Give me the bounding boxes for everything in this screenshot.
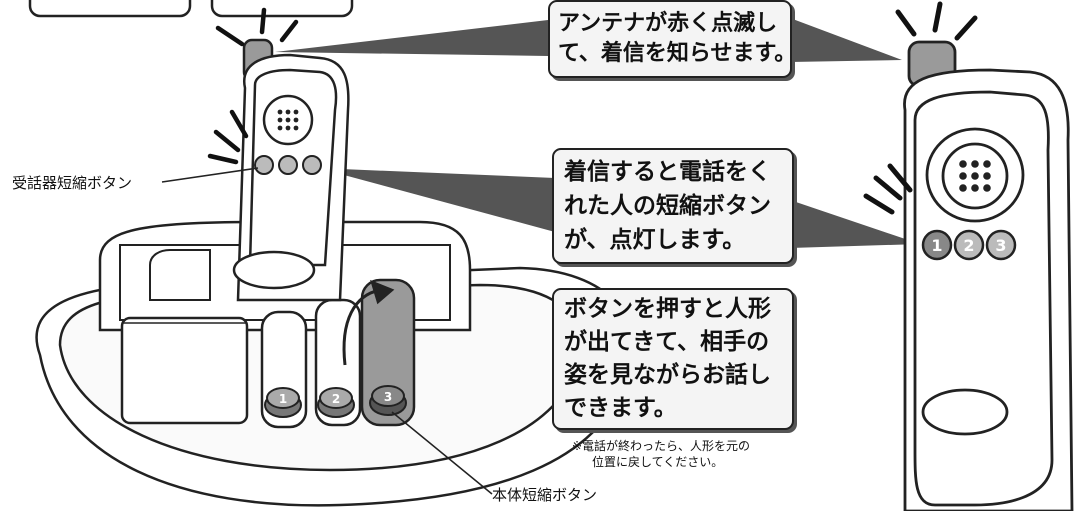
antenna-callout-line2: て、着信を知らせます。 — [558, 41, 797, 66]
doll-callout: ボタンを押すと人形 が出てきて、相手の 姿を見ながらお話し できます。 — [552, 288, 794, 430]
handset-button-1[interactable] — [254, 155, 274, 175]
incoming-callout-line2: れた人の短縮ボタン — [564, 193, 771, 219]
doll-callout-line2: が出てきて、相手の — [564, 329, 770, 355]
incoming-callout-pointer-right — [790, 200, 920, 248]
handset-large-button-2[interactable]: 2 — [953, 229, 985, 261]
svg-text:1: 1 — [931, 236, 942, 255]
svg-text:1: 1 — [279, 392, 287, 406]
handset-button-label: 受話器短縮ボタン — [12, 174, 133, 192]
svg-text:2: 2 — [332, 392, 340, 406]
handset-large-buttons: 1 2 3 — [921, 229, 1017, 261]
cropped-box-left — [28, 0, 192, 18]
handset-in-base — [232, 38, 350, 302]
cropped-box-right — [210, 0, 354, 18]
handset-button-leader — [161, 167, 259, 183]
svg-text:3: 3 — [995, 236, 1006, 255]
doll-callout-line1: ボタンを押すと人形 — [564, 296, 771, 322]
return-doll-note: ※電話が終わったら、人形を元の 位置に戻してください。 — [572, 438, 750, 470]
button-flash-lines-right — [863, 163, 913, 215]
antenna-callout: アンテナが赤く点滅し て、着信を知らせます。 — [548, 0, 797, 78]
base-button-label: 本体短縮ボタン — [492, 486, 598, 504]
incoming-callout-line3: が、点灯します。 — [564, 227, 746, 253]
handset-large — [903, 40, 1074, 511]
base-button-2[interactable]: 2 — [317, 387, 355, 418]
antenna-flash-lines-left — [215, 7, 299, 47]
note-line1: ※電話が終わったら、人形を元の — [572, 439, 751, 453]
handset-large-button-3[interactable]: 3 — [985, 229, 1017, 261]
incoming-callout-pointer-left — [318, 168, 555, 232]
base-button-leader — [391, 411, 493, 495]
incoming-callout-line1: 着信すると電話をく — [564, 159, 771, 185]
antenna-flash-lines-right — [895, 1, 978, 41]
antenna-callout-pointer-left — [275, 20, 548, 56]
handset-button-3[interactable] — [302, 155, 322, 175]
base-button-3[interactable]: 3 — [369, 385, 407, 416]
antenna-callout-pointer-right — [790, 18, 902, 62]
incoming-callout: 着信すると電話をく れた人の短縮ボタン が、点灯します。 — [552, 148, 794, 264]
handset-shortcut-buttons — [254, 155, 322, 175]
button-flash-lines-left — [207, 109, 249, 165]
handset-button-2[interactable] — [278, 155, 298, 175]
doll-callout-line3: 姿を見ながらお話し — [564, 362, 771, 388]
base-button-1[interactable]: 1 — [264, 387, 302, 418]
doll-callout-line4: できます。 — [564, 395, 677, 421]
antenna-callout-line1: アンテナが赤く点滅し — [558, 11, 778, 36]
svg-text:2: 2 — [963, 236, 974, 255]
base-shortcut-buttons: 1 2 3 — [264, 385, 407, 418]
handset-large-button-1[interactable]: 1 — [921, 229, 953, 261]
svg-text:3: 3 — [384, 390, 392, 404]
note-line2: 位置に戻してください。 — [592, 455, 724, 469]
